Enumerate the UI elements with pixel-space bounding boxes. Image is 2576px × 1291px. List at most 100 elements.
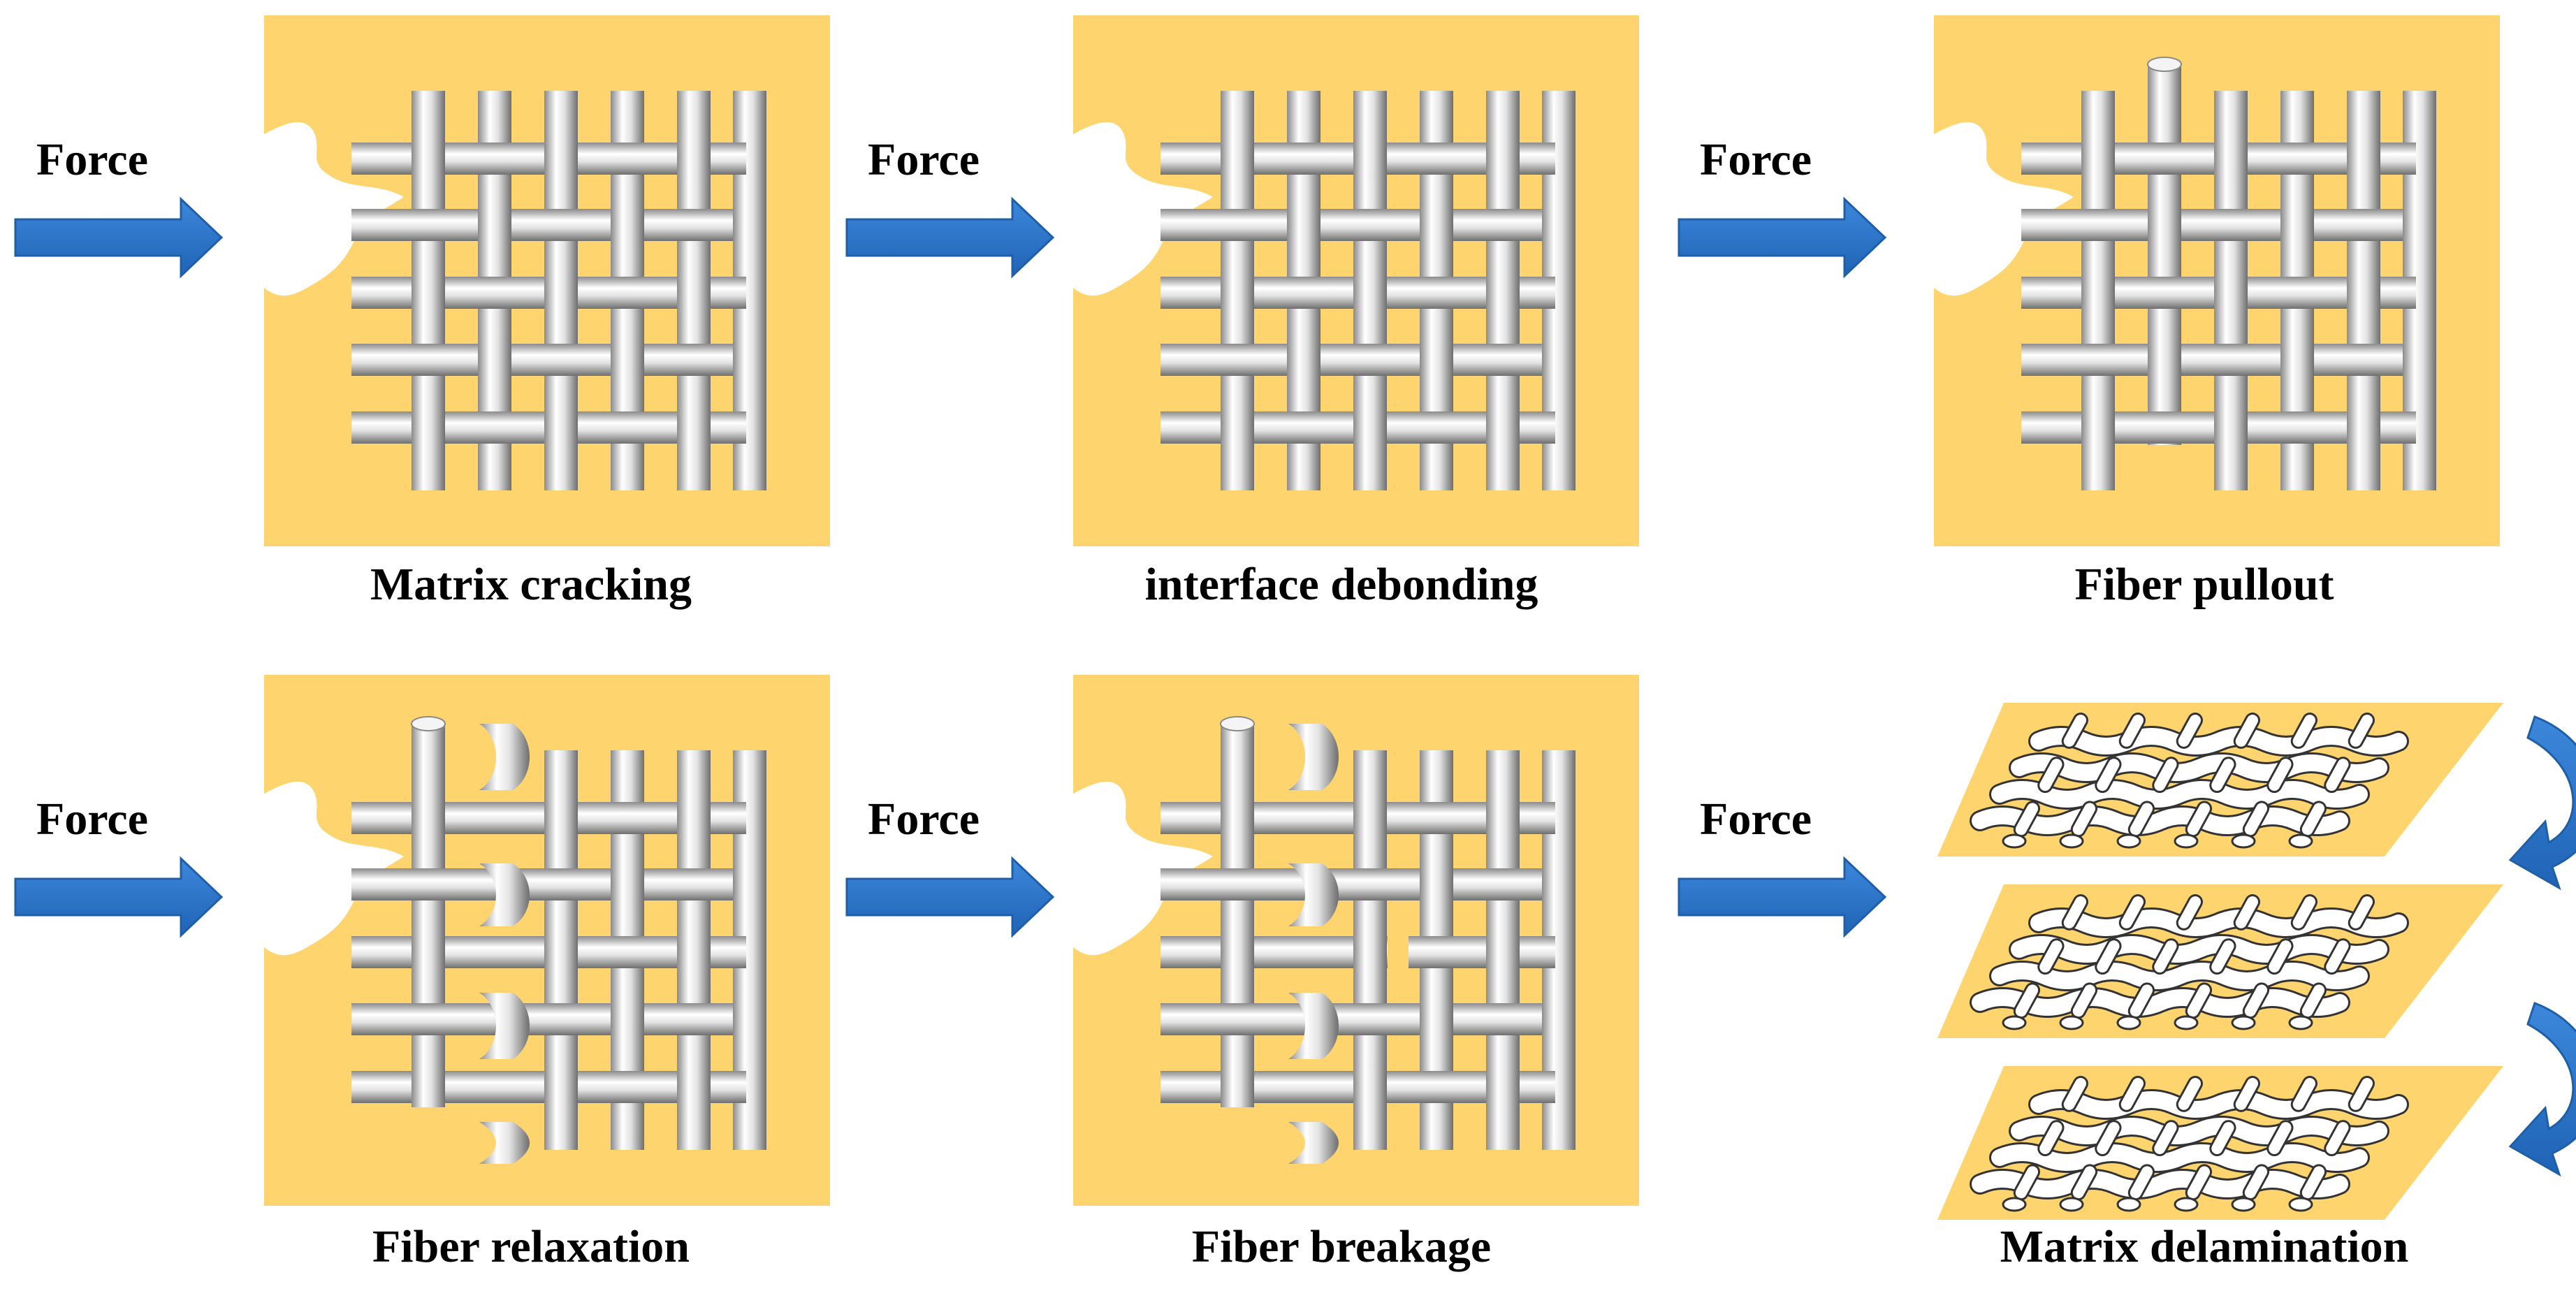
fiber-end: [2002, 1015, 2027, 1030]
vertical-fiber: [1353, 272, 1387, 313]
vertical-fiber: [412, 932, 445, 972]
vertical-fiber: [1486, 1067, 1520, 1107]
vertical-fiber: [2214, 272, 2248, 313]
fiber-tow: [2299, 896, 2373, 1023]
vertical-fiber: [1353, 138, 1387, 179]
fiber-tow: [2069, 1078, 2144, 1204]
relaxed-fiber: [1288, 993, 1339, 1059]
fiber-tow: [2069, 896, 2144, 1023]
vertical-fiber: [1542, 340, 1576, 380]
force-label: Force: [868, 134, 980, 185]
fiber-tow: [2030, 728, 2407, 754]
relaxed-fiber: [479, 1122, 530, 1164]
vertical-fiber: [611, 340, 644, 380]
vertical-fiber: [677, 1067, 711, 1107]
vertical-fiber: [412, 1067, 445, 1107]
fiber-tow: [2011, 936, 2387, 963]
vertical-fiber: [2148, 340, 2181, 380]
vertical-fiber: [1353, 798, 1387, 838]
vertical-fiber: [544, 138, 578, 179]
fiber-end: [2116, 1197, 2141, 1212]
vertical-fiber: [2347, 138, 2380, 179]
horizontal-fiber: [351, 344, 746, 376]
vertical-fiber: [478, 340, 511, 380]
horizontal-fiber: [1160, 868, 1555, 900]
vertical-fiber: [1542, 999, 1576, 1040]
fiber-tow: [2127, 715, 2201, 841]
matrix-crack: [1934, 122, 2074, 296]
vertical-fiber: [1221, 724, 1254, 1104]
fiber-tow: [2127, 896, 2201, 1023]
fiber-end: [2174, 1015, 2199, 1030]
fiber-tow: [1972, 1171, 2348, 1197]
horizontal-fiber: [1160, 344, 1555, 376]
vertical-fiber: [677, 272, 711, 313]
fiber-end: [1220, 716, 1255, 731]
vertical-fiber: [1221, 407, 1254, 448]
force-label: Force: [36, 794, 148, 845]
horizontal-fiber: [1409, 936, 1555, 968]
rotation-arrow-icon: [2508, 715, 2576, 891]
vertical-fiber: [544, 1067, 578, 1107]
vertical-fiber: [677, 407, 711, 448]
vertical-fiber: [677, 798, 711, 838]
fiber-end: [2059, 833, 2084, 849]
vertical-fiber: [733, 999, 766, 1040]
vertical-fiber: [1486, 407, 1520, 448]
fiber-tow: [1991, 1144, 2368, 1171]
relaxed-fiber: [479, 724, 530, 790]
vertical-fiber: [1353, 1067, 1387, 1107]
vertical-fiber: [1221, 932, 1254, 972]
fiber-tow: [1991, 963, 2368, 989]
fiber-end: [2059, 1015, 2084, 1030]
delaminated-layer: [1937, 703, 2503, 856]
fiber-tow: [2012, 896, 2086, 1023]
force-label: Force: [1700, 134, 1812, 185]
fiber-tow: [2012, 1078, 2086, 1204]
fiber-tow: [2184, 1078, 2258, 1204]
vertical-fiber: [544, 407, 578, 448]
fiber-end: [2231, 1015, 2256, 1030]
force-label: Force: [868, 794, 980, 845]
caption-matrix-delamination: Matrix delamination: [2000, 1221, 2409, 1272]
delaminated-layer: [1937, 1066, 2503, 1220]
fiber-end: [2288, 833, 2313, 849]
vertical-fiber: [478, 205, 511, 245]
force-arrow-icon: [1678, 196, 1887, 279]
force-arrow-icon: [14, 196, 224, 279]
vertical-fiber: [2403, 205, 2436, 245]
fiber-tow: [2299, 1078, 2373, 1204]
fiber-end: [2288, 1197, 2313, 1212]
horizontal-fiber: [351, 868, 746, 900]
relaxed-fiber: [479, 993, 530, 1059]
horizontal-fiber: [351, 1003, 746, 1035]
vertical-fiber: [611, 205, 644, 245]
fiber-tow: [2184, 896, 2258, 1023]
fiber-end: [2147, 57, 2182, 72]
fiber-end: [411, 716, 446, 731]
vertical-fiber: [412, 272, 445, 313]
fiber-tow: [2127, 1078, 2201, 1204]
relaxed-fiber: [1288, 724, 1339, 790]
force-label: Force: [1700, 794, 1812, 845]
fiber-end: [2288, 1015, 2313, 1030]
force-arrow-icon: [845, 196, 1055, 279]
vertical-fiber: [2347, 272, 2380, 313]
horizontal-fiber: [2021, 344, 2416, 376]
vertical-fiber: [1221, 798, 1254, 838]
vertical-fiber: [544, 272, 578, 313]
vertical-fiber: [1486, 798, 1520, 838]
vertical-fiber: [2280, 205, 2314, 245]
vertical-fiber: [611, 864, 644, 905]
vertical-fiber: [1420, 864, 1453, 905]
vertical-fiber: [1353, 932, 1387, 972]
horizontal-fiber: [1160, 209, 1555, 241]
vertical-fiber: [1221, 138, 1254, 179]
force-arrow-icon: [14, 856, 224, 938]
